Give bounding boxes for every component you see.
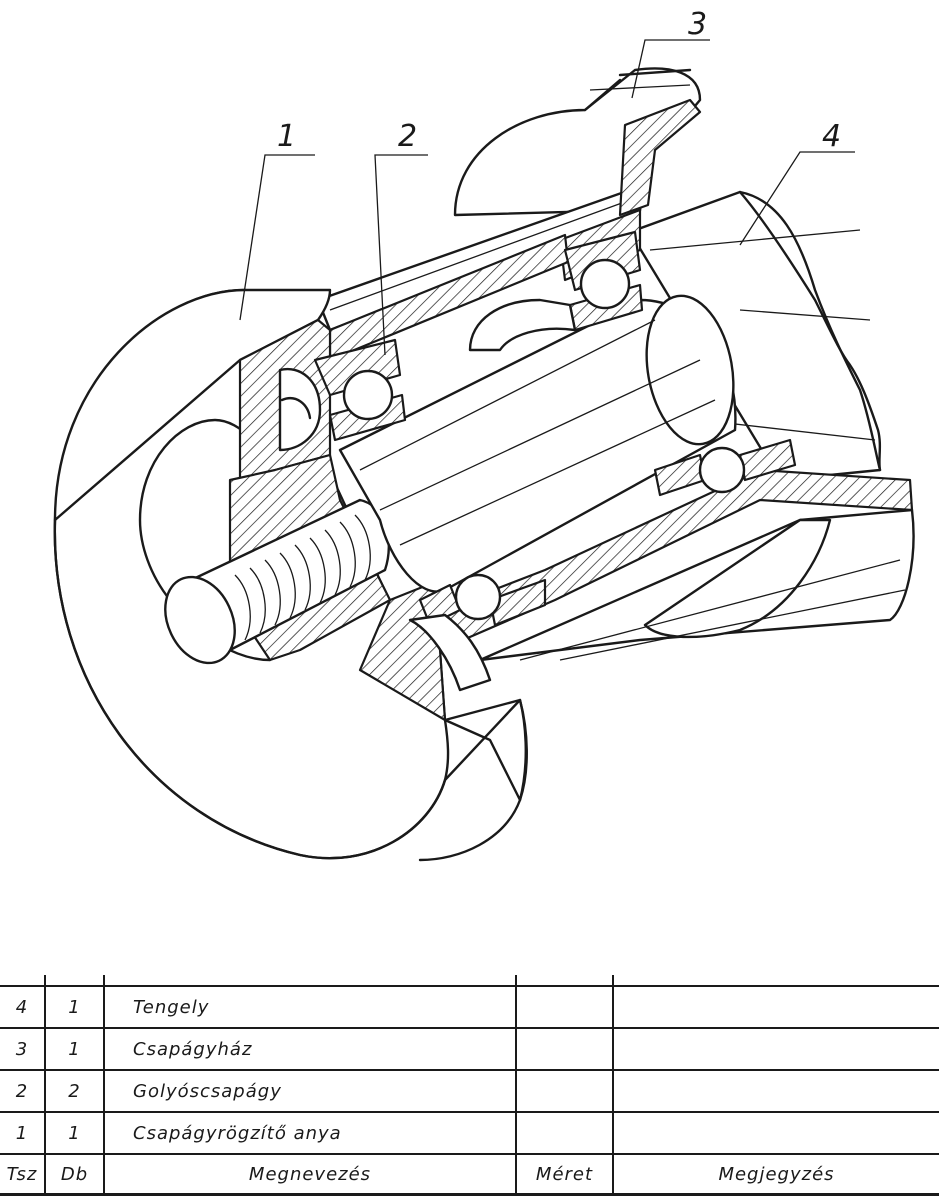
row-1-name: Csapágyrögzítő anya — [133, 1123, 342, 1144]
row-4-name: Tengely — [133, 997, 210, 1018]
bearing-part-2 — [278, 230, 797, 692]
row-3-tsz: 3 — [15, 1039, 29, 1060]
row-2-name: Golyóscsapágy — [133, 1081, 282, 1102]
row-1-tsz: 1 — [15, 1123, 29, 1144]
row-2-db: 2 — [68, 1081, 81, 1102]
header-meret: Méret — [535, 1164, 594, 1185]
header-tsz: Tsz — [6, 1164, 38, 1185]
nut-part-1 — [53, 288, 528, 862]
callout-3: 3 — [688, 7, 707, 42]
row-4-tsz: 4 — [15, 997, 29, 1018]
leader-lines — [239, 39, 855, 356]
row-2-tsz: 2 — [15, 1081, 29, 1102]
row-4-db: 1 — [68, 997, 81, 1018]
header-name: Megnevezés — [248, 1164, 372, 1185]
thread — [164, 498, 390, 665]
parts-table: 4 1 Tengely 3 1 Csapágyház 2 2 Golyóscsa… — [0, 975, 939, 1200]
row-3-name: Csapágyház — [133, 1039, 253, 1060]
row-1-db: 1 — [68, 1123, 81, 1144]
header-megjegyzes: Megjegyzés — [718, 1164, 835, 1185]
shaft-cylinder — [338, 294, 737, 593]
assembly-drawing: 1 2 3 4 — [53, 7, 915, 862]
callout-4: 4 — [822, 119, 841, 154]
callout-1: 1 — [277, 119, 296, 154]
callout-2: 2 — [398, 119, 417, 154]
header-db: Db — [60, 1164, 89, 1185]
shaft-part-4 — [628, 190, 882, 482]
row-3-db: 1 — [68, 1039, 81, 1060]
